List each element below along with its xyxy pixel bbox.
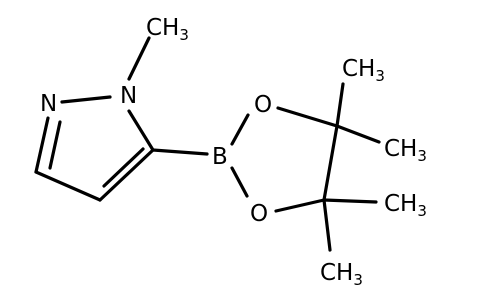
methyl-4-label: CH3 <box>320 260 363 289</box>
methyl-2-label: CH3 <box>384 136 427 165</box>
methyl-3-label: CH3 <box>384 191 427 220</box>
atom-methyl-3: CH3 <box>384 191 427 220</box>
bond-c-methyl-2 <box>335 124 381 144</box>
bond-c4-c5-inner <box>102 147 145 188</box>
atom-o-bottom: O <box>250 201 268 227</box>
methyl-3-subscript: 3 <box>417 202 427 220</box>
methyl-4-symbol: CH <box>320 260 353 286</box>
bonds <box>34 36 381 252</box>
bond-c4-c5 <box>98 148 155 202</box>
atom-boron-symbol: B <box>212 144 228 170</box>
atom-n2-symbol: N <box>40 91 57 117</box>
methyl-2-subscript: 3 <box>417 147 427 165</box>
methyl-n-label: CH3 <box>146 15 189 44</box>
bond-n2-c3 <box>34 116 50 174</box>
atom-n2: N <box>40 91 57 117</box>
bond-c-methyl-3 <box>322 198 378 204</box>
atom-methyl-1: CH3 <box>342 56 385 85</box>
bond-o-bottom-c <box>274 198 326 213</box>
bond-n2-c3-inner <box>48 120 62 170</box>
atom-boron: B <box>212 144 228 170</box>
bond-n1-methyl <box>127 36 151 81</box>
bond-n1-n2 <box>60 95 112 104</box>
atom-n1-symbol: N <box>120 83 137 109</box>
bond-boron-o-top <box>230 113 250 146</box>
methyl-1-subscript: 3 <box>375 67 385 85</box>
bond-c-methyl-1 <box>335 82 345 128</box>
methyl-1-symbol: CH <box>342 56 375 82</box>
bond-boron-o-bottom <box>230 166 249 198</box>
methyl-4-subscript: 3 <box>353 271 363 289</box>
atom-labels: N N CH3 B O O CH3 <box>40 15 427 289</box>
bond-o-top-c <box>276 106 339 128</box>
methyl-3-symbol: CH <box>384 191 417 217</box>
atom-n1: N <box>120 83 137 109</box>
atom-methyl-n: CH3 <box>146 15 189 44</box>
bond-c5-boron <box>151 148 209 156</box>
methyl-1-label: CH3 <box>342 56 385 85</box>
atom-methyl-2: CH3 <box>384 136 427 165</box>
atom-o-bottom-symbol: O <box>250 201 268 227</box>
atom-o-top-symbol: O <box>254 92 272 118</box>
bond-c5-n1 <box>127 109 155 152</box>
methyl-n-subscript: 3 <box>179 26 189 44</box>
bond-c3-c4 <box>34 170 102 202</box>
atom-o-top: O <box>254 92 272 118</box>
bond-c-methyl-4 <box>322 198 332 252</box>
atom-methyl-4: CH3 <box>320 260 363 289</box>
methyl-2-symbol: CH <box>384 136 417 162</box>
bond-c-c <box>322 124 339 202</box>
methyl-n-symbol: CH <box>146 15 179 41</box>
